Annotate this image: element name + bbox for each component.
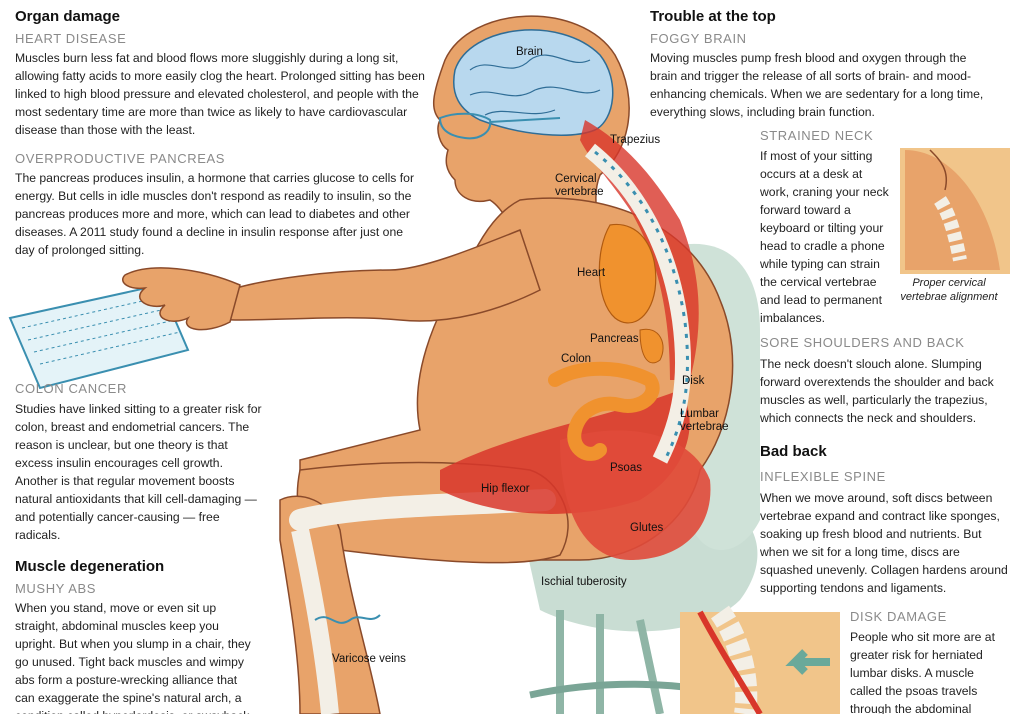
text-foggy-brain: Moving muscles pump fresh blood and oxyg… xyxy=(650,51,984,119)
label-cervical: Cervical vertebrae xyxy=(555,173,604,198)
label-heart: Heart xyxy=(577,267,606,279)
heading-muscle-degeneration: Muscle degeneration xyxy=(15,558,165,575)
label-disk: Disk xyxy=(682,375,705,387)
subheading-strained-neck: STRAINED NECK xyxy=(760,128,874,143)
text-strained-neck: If most of your sitting occurs at a desk… xyxy=(760,149,889,325)
text-pancreas: The pancreas produces insulin, a hormone… xyxy=(15,171,415,257)
label-psoas: Psoas xyxy=(610,462,642,474)
text-mushy-abs: When you stand, move or even sit up stra… xyxy=(15,601,253,714)
heading-bad-back: Bad back xyxy=(760,443,827,460)
subheading-heart-disease: HEART DISEASE xyxy=(15,31,127,46)
label-brain: Brain xyxy=(516,46,543,58)
heading-organ-damage: Organ damage xyxy=(15,8,121,25)
heading-trouble-at-top: Trouble at the top xyxy=(650,8,776,25)
label-pancreas: Pancreas xyxy=(590,333,639,345)
text-disk-damage: People who sit more are at greater risk … xyxy=(850,630,995,714)
label-colon: Colon xyxy=(561,353,592,365)
text-colon-cancer: Studies have linked sitting to a greater… xyxy=(15,402,262,542)
text-heart-disease: Muscles burn less fat and blood flows mo… xyxy=(15,51,425,137)
text-inflexible-spine: When we move around, soft discs between … xyxy=(760,491,1008,595)
subheading-foggy-brain: FOGGY BRAIN xyxy=(650,31,747,46)
label-trapezius: Trapezius xyxy=(610,134,661,146)
subheading-colon-cancer: COLON CANCER xyxy=(15,381,127,396)
label-ischial: Ischial tuberosity xyxy=(541,576,627,588)
disk-inset-illustration xyxy=(680,605,840,714)
neck-inset-illustration xyxy=(900,148,1010,274)
keyboard-illustration xyxy=(8,283,190,390)
text-sore-shoulders: The neck doesn't slouch alone. Slumping … xyxy=(760,357,994,425)
subheading-disk-damage: DISK DAMAGE xyxy=(850,609,947,624)
label-varicose: Varicose veins xyxy=(332,653,406,665)
label-hip-flexor: Hip flexor xyxy=(481,483,530,495)
subheading-inflexible-spine: INFLEXIBLE SPINE xyxy=(760,469,886,484)
neck-inset-caption: Proper cervical vertebrae alignment xyxy=(900,277,998,303)
label-lumbar: Lumbar vertebrae xyxy=(680,408,729,433)
subheading-sore-shoulders: SORE SHOULDERS AND BACK xyxy=(760,335,965,350)
body-illustration xyxy=(122,15,734,714)
label-glutes: Glutes xyxy=(630,522,664,534)
subheading-mushy-abs: MUSHY ABS xyxy=(15,581,97,596)
subheading-pancreas: OVERPRODUCTIVE PANCREAS xyxy=(15,151,226,166)
